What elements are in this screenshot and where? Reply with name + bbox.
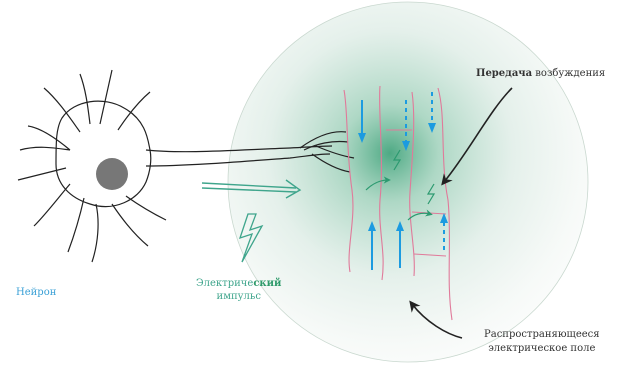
label-field-2: электрическое поле — [488, 343, 595, 354]
label-impulse: Электрический импульс — [196, 277, 281, 303]
label-field-1: Распространяющееся — [484, 329, 600, 340]
electric-field — [228, 2, 588, 362]
label-transfer-bold: Передача — [476, 68, 532, 79]
neuron-nucleus — [96, 158, 128, 190]
label-transfer-rest: возбуждения — [532, 68, 605, 79]
label-impulse-1a: Электриче — [196, 278, 253, 289]
label-neuron: Нейрон — [16, 286, 56, 299]
label-impulse-1b: ский — [253, 278, 281, 289]
label-transfer: Передача возбуждения — [476, 67, 605, 80]
label-field: Распространяющееся электрическое поле — [484, 328, 600, 356]
label-impulse-2: импульс — [217, 291, 261, 302]
